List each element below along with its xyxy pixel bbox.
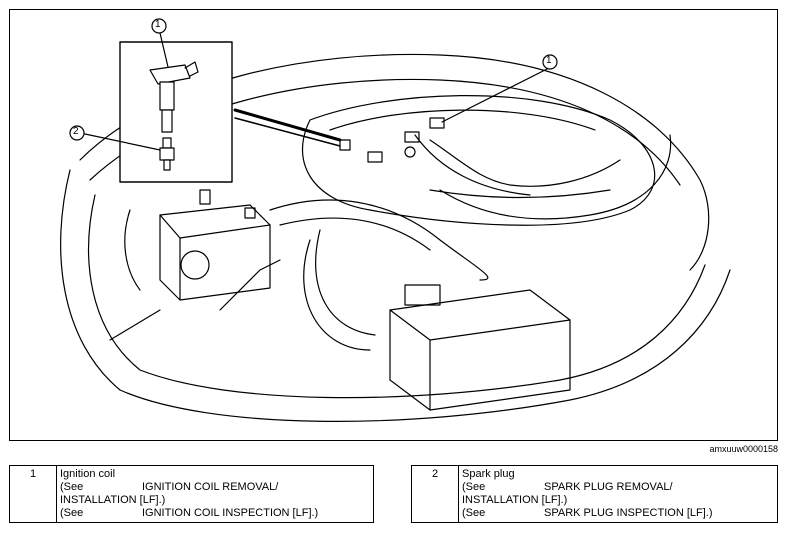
reference-link[interactable]: SPARK PLUG REMOVAL/ [544,481,673,493]
see-prefix: (See [60,507,84,519]
reference-link[interactable]: IGNITION COIL INSPECTION [LF].) [142,507,319,519]
reference-link[interactable]: IGNITION COIL REMOVAL/ [142,481,279,493]
engine-illustration [60,18,731,422]
reference-link[interactable]: SPARK PLUG INSPECTION [LF].) [544,507,713,519]
reference-link-cont[interactable]: INSTALLATION [LF].) [60,494,166,506]
legend-item-ignition-coil: 1 Ignition coil (See IGNITION COIL REMOV… [9,465,374,523]
legend-part-name: Spark plug [462,468,515,480]
callout-main-1: 1 [546,55,552,66]
see-prefix: (See [60,481,84,493]
see-prefix: (See [462,507,486,519]
legend-reference-row: (See SPARK PLUG REMOVAL/ [462,481,774,494]
legend-description: Spark plug (See SPARK PLUG REMOVAL/ INST… [458,465,778,523]
legend-number: 1 [9,465,57,523]
legend-reference-row: (See IGNITION COIL REMOVAL/ [60,481,370,494]
legend-reference-row: (See IGNITION COIL INSPECTION [LF].) [60,507,370,520]
legend-number: 2 [411,465,459,523]
legend-part-name: Ignition coil [60,468,116,480]
engine-bay-diagram: 1 2 1 [9,9,778,441]
figure-id-label: amxuuw0000158 [709,444,778,454]
legend-description: Ignition coil (See IGNITION COIL REMOVAL… [56,465,374,523]
legend-reference-row: (See SPARK PLUG INSPECTION [LF].) [462,507,774,520]
legend-item-spark-plug: 2 Spark plug (See SPARK PLUG REMOVAL/ IN… [411,465,778,523]
reference-link-cont[interactable]: INSTALLATION [LF].) [462,494,568,506]
callout-inset-2: 2 [73,126,79,137]
see-prefix: (See [462,481,486,493]
callout-inset-1: 1 [155,19,161,30]
